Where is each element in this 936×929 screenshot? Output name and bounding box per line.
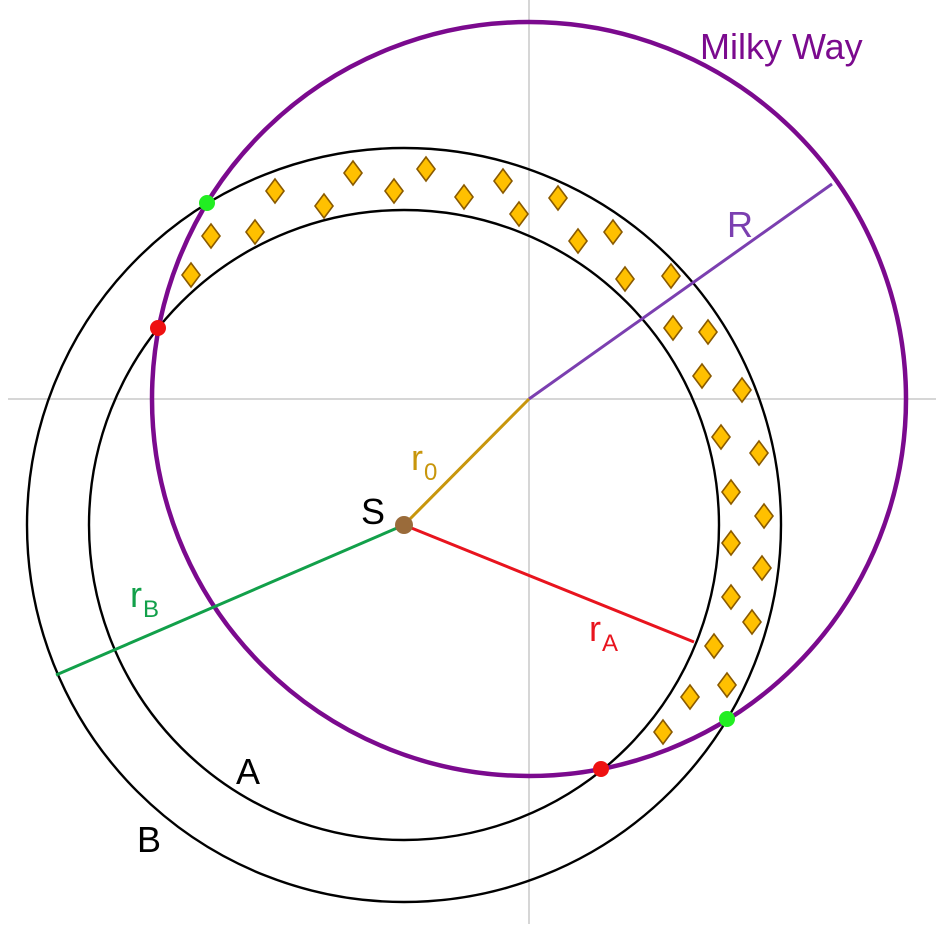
diamond-marker — [314, 192, 334, 220]
sun-point — [395, 516, 413, 534]
diamond-marker — [181, 261, 201, 289]
diamond-marker — [721, 583, 741, 611]
diamond-marker — [493, 167, 513, 195]
radius-R-label: R — [727, 204, 753, 245]
diamond-marker — [717, 671, 737, 699]
diamond-marker — [568, 227, 588, 255]
diamond-marker — [704, 632, 724, 660]
intersection-point-outer-top — [199, 195, 215, 211]
radius-r0-line — [402, 397, 531, 527]
diamond-marker — [680, 683, 700, 711]
diamond-marker — [454, 183, 474, 211]
sun-label: S — [361, 491, 385, 532]
intersection-point-outer-bottom — [719, 711, 735, 727]
diamond-marker — [663, 314, 683, 342]
diamond-marker — [692, 362, 712, 390]
diamond-marker — [548, 184, 568, 212]
diamond-marker — [698, 318, 718, 346]
diamond-marker — [754, 502, 774, 530]
diamond-marker — [749, 439, 769, 467]
intersection-point-inner-top — [150, 320, 166, 336]
intersection-point-inner-bottom — [593, 761, 609, 777]
diamond-marker — [721, 478, 741, 506]
ring-a — [87, 208, 721, 842]
diamond-marker — [615, 265, 635, 293]
radius-r0-label: r0 — [411, 437, 437, 486]
ring-a-label: A — [236, 751, 260, 792]
diamond-marker — [661, 262, 681, 290]
diamond-marker — [711, 423, 731, 451]
diamond-marker — [721, 529, 741, 557]
ring-b — [25, 146, 783, 904]
ring-b-label: B — [137, 819, 161, 860]
diamond-marker — [752, 554, 772, 582]
diamond-marker — [416, 155, 436, 183]
radius-rB-label: rB — [130, 574, 159, 623]
diamond-marker — [603, 218, 623, 246]
marker-group — [181, 155, 774, 746]
diamond-marker — [201, 222, 221, 250]
milky-way-circle — [149, 19, 909, 779]
radius-rB-line — [55, 523, 405, 677]
diamond-marker — [265, 177, 285, 205]
diamond-marker — [245, 218, 265, 246]
radius-rA-line — [403, 523, 695, 644]
diamond-marker — [384, 177, 404, 205]
diamond-marker — [742, 608, 762, 636]
diamond-marker — [343, 159, 363, 187]
radius-rA-label: rA — [589, 608, 618, 657]
diamond-marker — [509, 200, 529, 228]
radius-R-line — [528, 182, 833, 401]
diamond-marker — [653, 718, 673, 746]
milky-way-label: Milky Way — [700, 26, 863, 67]
diamond-marker — [732, 376, 752, 404]
